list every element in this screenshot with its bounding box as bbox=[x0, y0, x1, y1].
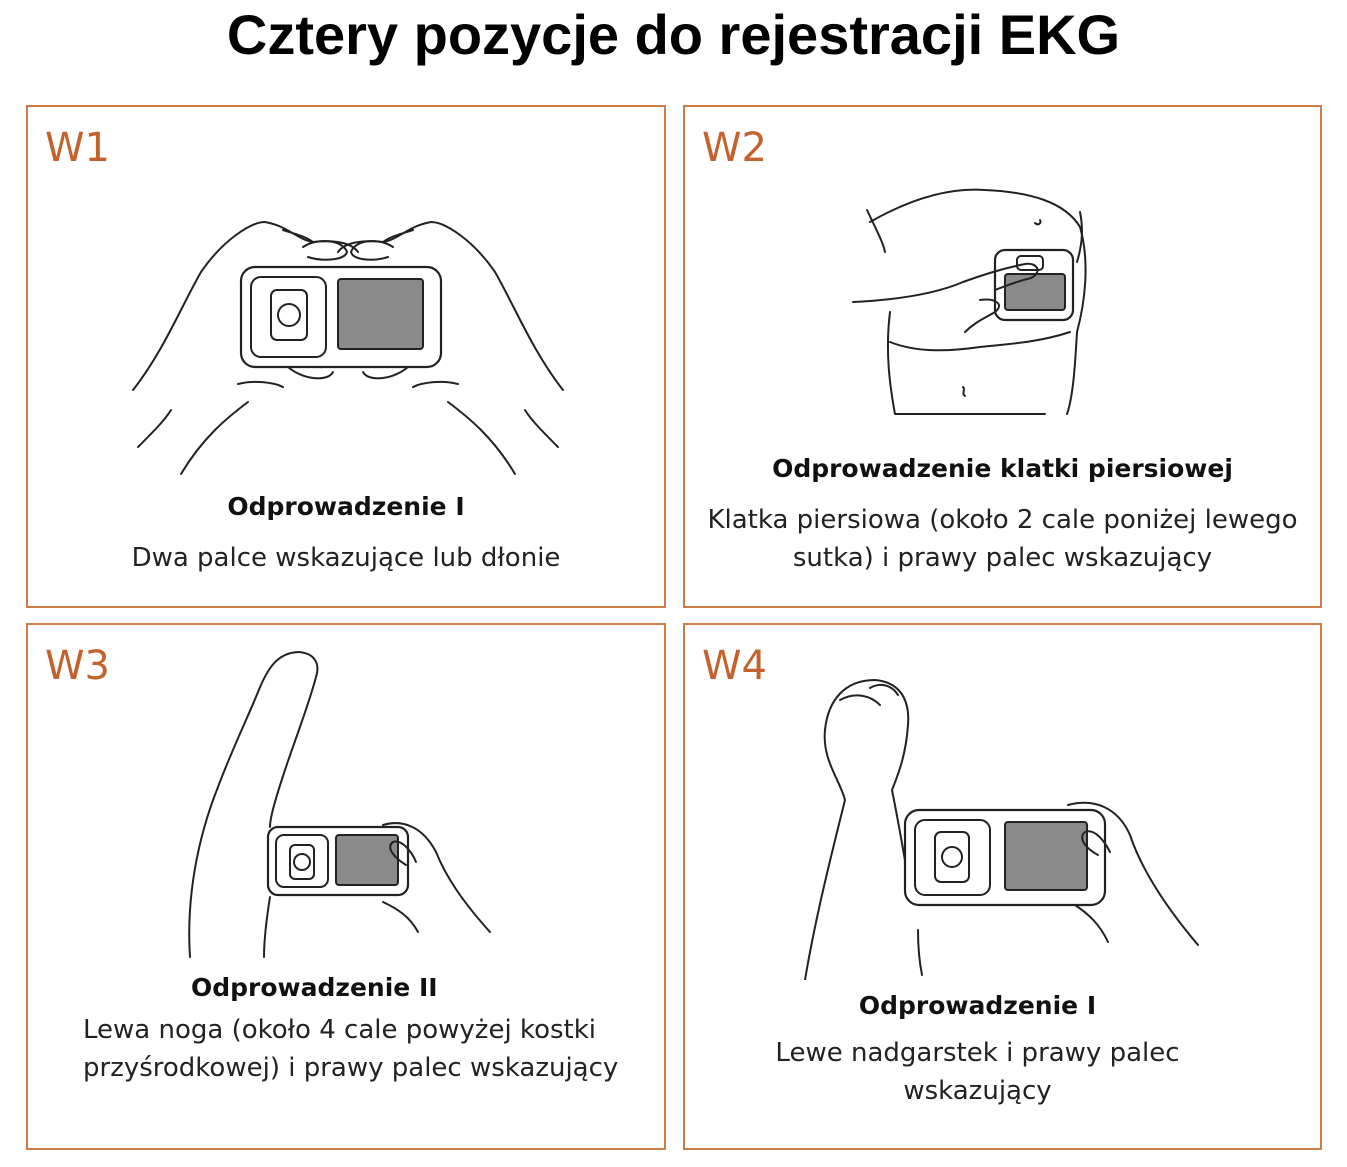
two-hands-device-illustration bbox=[132, 221, 564, 475]
page-title: Cztery pozycje do rejestracji EKG bbox=[226, 3, 1121, 66]
panel-description: Klatka piersiowa (około 2 cale poniżej l… bbox=[707, 505, 1298, 573]
panel-label: W2 bbox=[702, 125, 767, 171]
panel-w2: W2 Odprowadzenie klatki piersiowej Klatk… bbox=[683, 105, 1322, 608]
leg-device-illustration bbox=[188, 651, 491, 958]
panel-label: W4 bbox=[702, 643, 767, 689]
panel-heading: Odprowadzenie I bbox=[227, 492, 465, 521]
panel-label: W1 bbox=[45, 125, 110, 171]
panel-description: Lewa noga (około 4 cale powyżej kostki p… bbox=[83, 1015, 619, 1083]
wrist-device-illustration bbox=[804, 679, 1199, 980]
panel-w4: W4 Odprowadzenie I Lewe nadgarstek i pra… bbox=[683, 623, 1322, 1150]
panel-description: Lewe nadgarstek i prawy palec wskazujący bbox=[775, 1038, 1180, 1106]
chest-device-illustration bbox=[852, 188, 1087, 415]
panel-w1: W1 Odprowadzenie I Dwa palce wskazujące … bbox=[26, 105, 666, 608]
panel-heading: Odprowadzenie klatki piersiowej bbox=[772, 454, 1233, 483]
panel-label: W3 bbox=[45, 643, 110, 689]
panel-heading: Odprowadzenie II bbox=[191, 973, 438, 1002]
panel-description: Dwa palce wskazujące lub dłonie bbox=[131, 543, 561, 573]
panel-w3: W3 Odprowadzenie II Lewa noga (około 4 c… bbox=[26, 623, 666, 1150]
panel-heading: Odprowadzenie I bbox=[858, 991, 1097, 1020]
